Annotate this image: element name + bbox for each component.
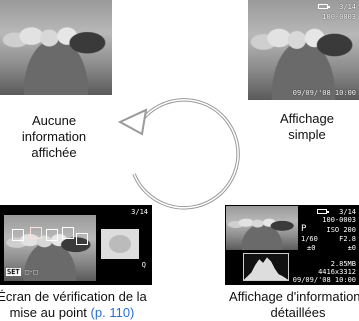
shooting-mode: P: [301, 224, 307, 234]
set-badge: SET □-□: [6, 268, 38, 276]
datetime: 09/09/'08 10:00: [292, 89, 356, 97]
folder-file-number: 100-0003: [322, 216, 356, 224]
histogram: [243, 253, 289, 281]
photo-children-dog: [248, 0, 359, 100]
photo-children-dog: [226, 206, 298, 250]
zoom-icon: Q: [141, 261, 146, 269]
panel-no-info: [0, 0, 112, 95]
image-resolution: 4416x3312: [318, 268, 356, 276]
image-counter: 3/14: [339, 3, 356, 11]
panel-focus-check: 3/14 Q SET □-□: [0, 205, 152, 285]
page-link[interactable]: (p. 110): [90, 305, 135, 320]
photo-children-dog: [0, 0, 112, 95]
exposure-compensation: ±0: [307, 244, 316, 252]
panel-detailed: 3/14 100-0003 P ISO 200 1/60 F2.8 ±0 ±0 …: [225, 205, 359, 285]
face-frame: [30, 227, 42, 239]
panel-simple: 3/14 100-0003 09/09/'08 10:00: [248, 0, 359, 100]
shutter-speed: 1/60: [301, 235, 318, 243]
flash-compensation: ±0: [347, 244, 356, 252]
file-size: 2.85MB: [330, 260, 356, 268]
photo-children-dog: [4, 215, 96, 281]
cycle-arrow-icon: [117, 98, 240, 210]
caption-no-info: Aucune information affichée: [21, 113, 87, 160]
face-frame: [12, 229, 24, 241]
datetime: 09/09/'08 10:00: [292, 276, 356, 284]
caption-focus-check: Écran de vérification de la mise au poin…: [0, 289, 147, 320]
focus-zoom-preview: [101, 229, 139, 259]
folder-file-number: 100-0003: [322, 13, 356, 21]
aperture: F2.8: [339, 235, 356, 243]
image-counter: 3/14: [131, 208, 148, 216]
image-counter: 3/14: [339, 208, 356, 216]
face-frame: [46, 229, 58, 241]
face-frame: [76, 233, 88, 245]
battery-icon: [317, 209, 329, 214]
iso-speed: ISO 200: [326, 226, 356, 234]
caption-detailed: Affichage d'informations détaillées: [228, 289, 359, 320]
battery-icon: [318, 4, 330, 9]
caption-simple: Affichage simple: [280, 111, 334, 142]
face-frame: [62, 227, 74, 239]
